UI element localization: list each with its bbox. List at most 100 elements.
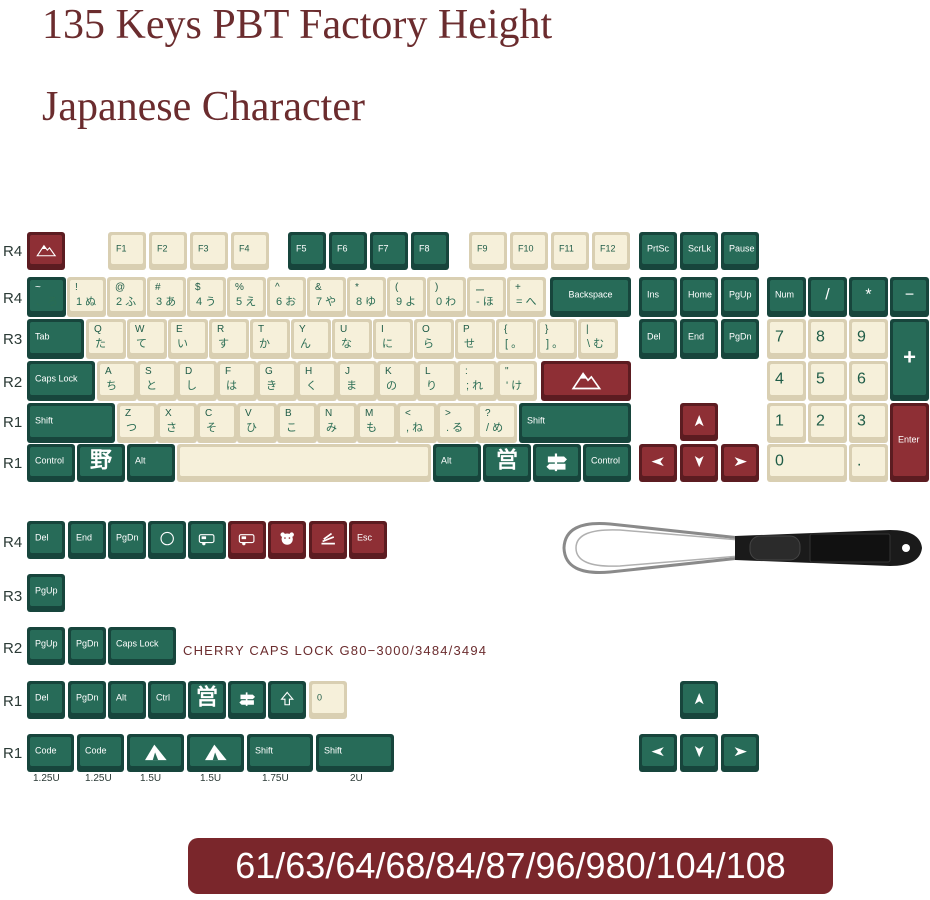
extra-pgup-key: PgUp: [27, 574, 65, 612]
keycap-top: Del: [30, 524, 62, 553]
key-legend-top: ?: [485, 408, 491, 419]
code-key: Code: [27, 734, 74, 772]
keycap-top: 7: [770, 322, 803, 353]
key-legend-kana: 0 わ: [436, 296, 457, 308]
key-label: F11: [559, 243, 574, 254]
key-legend-kana: 、ろ: [36, 296, 58, 308]
nav-key: Home: [680, 277, 718, 317]
row-profile-label: R1: [3, 745, 23, 762]
bear-key: [268, 521, 306, 559]
arrow-left-icon: [651, 457, 664, 466]
key-legend-top: I: [381, 324, 384, 335]
keycap-top: Control: [30, 447, 72, 476]
key-label: 0: [317, 692, 323, 703]
f-key: F3: [190, 232, 228, 270]
key-legend-top: }: [545, 324, 549, 335]
shift-175-key: Shift: [247, 734, 313, 772]
left-shift-key: Shift: [27, 403, 115, 443]
f-key: F6: [329, 232, 367, 270]
arrow-left-key: [639, 444, 677, 482]
row-profile-label: R4: [3, 290, 23, 307]
nav-key: End: [680, 319, 718, 359]
key-legend-top: U: [340, 324, 348, 335]
extra-signpost-key: [228, 681, 266, 719]
keycap-top: "' け: [500, 364, 534, 395]
keycap-top: 3: [852, 406, 885, 437]
key-legend-kana: 8 ゆ: [356, 296, 377, 308]
key-legend-top: M: [365, 408, 374, 419]
letter-key: {[ 。: [496, 319, 536, 359]
letter-key: "' け: [497, 361, 537, 401]
key-legend-top: E: [176, 324, 183, 335]
number-key: ~、ろ: [27, 277, 66, 317]
row-profile-label: R1: [3, 455, 23, 472]
keycap-top: PgUp: [724, 280, 756, 311]
key-label: F3: [198, 243, 209, 254]
keycap-top: Alt: [436, 447, 478, 476]
letter-key: <, ね: [397, 403, 437, 443]
letter-key: :; れ: [457, 361, 497, 401]
key-legend-top: A: [105, 366, 112, 377]
key-legend-top: +: [515, 282, 521, 293]
keycap-top: $4 う: [190, 280, 223, 311]
keycap-top: [683, 406, 715, 435]
key-legend-top: O: [422, 324, 430, 335]
keycap-top: [190, 737, 241, 766]
extra-kanji-key: 営: [188, 681, 226, 719]
nav-key: Ins: [639, 277, 677, 317]
key-label: 4: [775, 369, 784, 387]
keycap-top: Enter: [893, 406, 926, 476]
key-legend-kana: 3 あ: [156, 296, 177, 308]
keycap-top: 1: [770, 406, 803, 437]
extra-pgdn-key: PgDn: [108, 521, 146, 559]
key-label: Code: [35, 745, 57, 756]
key-legend-kana: の: [386, 380, 397, 392]
key-legend-kana: ; れ: [466, 380, 484, 392]
keycap-top: }] 。: [540, 322, 574, 353]
extra-esc-key: Esc: [349, 521, 387, 559]
keycap-top: ?/ め: [480, 406, 514, 437]
key-label: 営: [195, 684, 218, 710]
keycap-top: PgDn: [71, 630, 103, 659]
spacebar: [177, 444, 431, 482]
arrow-right-icon: [734, 747, 747, 756]
key-label: F8: [419, 243, 430, 254]
tent-key: [127, 734, 184, 772]
row-profile-label: R3: [3, 588, 23, 605]
numpad-key: Num: [767, 277, 806, 317]
key-legend-top: Q: [94, 324, 102, 335]
key-label: PgUp: [729, 289, 752, 300]
keycap-top: [536, 447, 578, 476]
keycap-top: Shift: [319, 737, 391, 766]
key-legend-top: L: [425, 366, 431, 377]
numpad-zero-key: 0: [767, 444, 847, 482]
key-legend-kana: \ む: [587, 338, 605, 350]
key-legend-top: %: [235, 282, 244, 293]
key-legend-kana: 6 お: [276, 296, 297, 308]
key-label: Esc: [357, 532, 373, 543]
keycap-top: [231, 524, 263, 553]
cherry-caps-lock-note: CHERRY CAPS LOCK G80−3000/3484/3494: [183, 643, 488, 658]
compatibility-banner: 61/63/64/68/84/87/96/980/104/108: [188, 838, 833, 894]
key-legend-kana: い: [177, 338, 188, 350]
arrow-right-icon: [734, 457, 747, 466]
key-label: +: [903, 344, 916, 370]
key-legend-kana: = へ: [516, 296, 537, 308]
key-label: PgUp: [35, 638, 58, 649]
row-profile-label: R1: [3, 414, 23, 431]
key-label: Shift: [527, 415, 546, 426]
key-label: Shift: [324, 745, 343, 756]
tent-icon: [144, 744, 167, 760]
